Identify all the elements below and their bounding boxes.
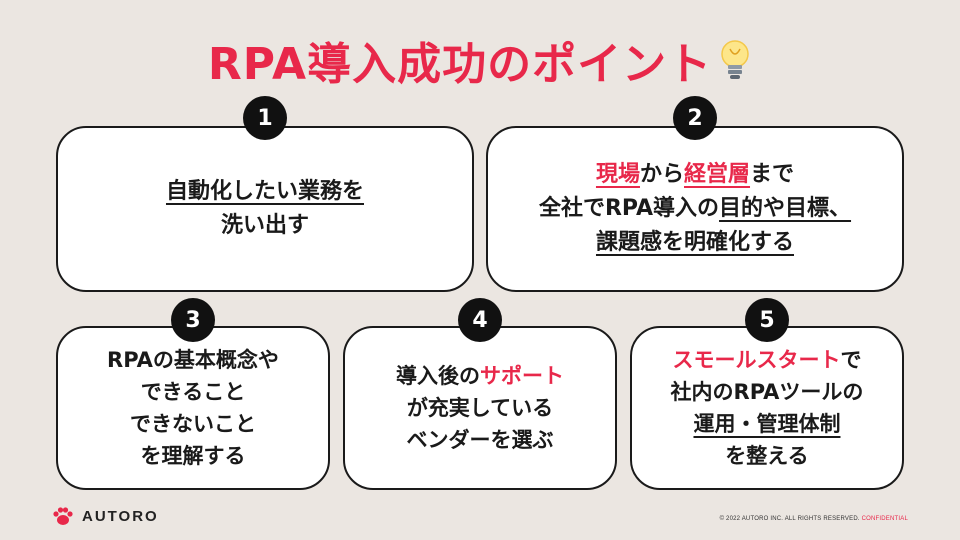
card-line: できないこと bbox=[107, 408, 279, 440]
card-line: 洗い出す bbox=[166, 209, 364, 243]
card-text-segment: 導入後の bbox=[396, 364, 480, 388]
confidential-label: CONFIDENTIAL bbox=[861, 516, 908, 522]
card-text-segment: 現場 bbox=[595, 162, 640, 187]
point-card-4: 導入後のサポートが充実しているベンダーを選ぶ bbox=[343, 326, 617, 490]
card-text-segment: 経営層 bbox=[684, 162, 751, 187]
card-text-segment: できないこと bbox=[129, 412, 256, 436]
point-card-3: RPAの基本概念やできることできないことを理解する bbox=[56, 326, 330, 490]
card-text-segment: 全社でRPA導入の bbox=[538, 196, 720, 221]
point-badge-5: 5 bbox=[745, 298, 789, 342]
point-card-5-text: スモールスタートで社内のRPAツールの運用・管理体制を整える bbox=[671, 344, 864, 472]
card-line: RPAの基本概念や bbox=[107, 344, 279, 376]
card-text-segment: で bbox=[840, 348, 862, 372]
point-card-4-text: 導入後のサポートが充実しているベンダーを選ぶ bbox=[396, 360, 564, 456]
point-card-5: スモールスタートで社内のRPAツールの運用・管理体制を整える bbox=[630, 326, 904, 490]
card-line: 自動化したい業務を bbox=[166, 175, 364, 209]
paw-icon bbox=[52, 506, 74, 526]
card-text-segment: 社内のRPAツールの bbox=[670, 380, 864, 404]
point-card-3-text: RPAの基本概念やできることできないことを理解する bbox=[107, 344, 279, 472]
card-text-segment: 洗い出す bbox=[220, 213, 309, 238]
card-line: スモールスタートで bbox=[671, 344, 864, 376]
point-card-1-text: 自動化したい業務を洗い出す bbox=[166, 175, 364, 243]
card-line: できること bbox=[107, 376, 279, 408]
card-text-segment: 自動化したい業務を bbox=[165, 179, 364, 204]
card-text-segment: 目的や目標、 bbox=[719, 196, 852, 221]
lightbulb-icon bbox=[718, 39, 752, 94]
autoro-logo: AUTORO bbox=[52, 506, 159, 526]
card-line: 運用・管理体制 bbox=[671, 408, 864, 440]
card-text-segment: から bbox=[639, 162, 684, 187]
card-text-segment: 運用・管理体制 bbox=[693, 412, 841, 436]
point-badge-3: 3 bbox=[171, 298, 215, 342]
card-line: を理解する bbox=[107, 440, 279, 472]
card-text-segment: RPAの基本概念や bbox=[107, 348, 279, 372]
card-text-segment: 課題感を明確化する bbox=[595, 230, 794, 255]
card-text-segment: できること bbox=[140, 380, 246, 404]
card-line: 全社でRPA導入の目的や目標、 bbox=[539, 192, 851, 226]
card-text-segment: サポート bbox=[480, 364, 564, 388]
page-title-text: RPA導入成功のポイント bbox=[207, 39, 713, 90]
card-text-segment: スモールスタート bbox=[672, 348, 841, 372]
point-badge-4: 4 bbox=[458, 298, 502, 342]
card-line: 導入後のサポート bbox=[396, 360, 564, 392]
card-text-segment: を理解する bbox=[140, 444, 246, 468]
card-line: 現場から経営層まで bbox=[539, 158, 851, 192]
copyright-text: © 2022 AUTORO INC. ALL RIGHTS RESERVED. bbox=[719, 516, 860, 522]
card-line: が充実している bbox=[396, 392, 564, 424]
point-card-2-text: 現場から経営層まで全社でRPA導入の目的や目標、課題感を明確化する bbox=[539, 158, 851, 260]
card-text-segment: を整える bbox=[725, 444, 809, 468]
point-badge-2: 2 bbox=[673, 96, 717, 140]
point-badge-1: 1 bbox=[243, 96, 287, 140]
card-text-segment: まで bbox=[750, 162, 795, 187]
logo-text: AUTORO bbox=[82, 507, 159, 525]
point-card-1: 自動化したい業務を洗い出す bbox=[56, 126, 474, 292]
card-line: ベンダーを選ぶ bbox=[396, 424, 564, 456]
page-title: RPA導入成功のポイント bbox=[0, 28, 960, 94]
card-text-segment: ベンダーを選ぶ bbox=[406, 428, 554, 452]
card-line: 課題感を明確化する bbox=[539, 226, 851, 260]
card-line: 社内のRPAツールの bbox=[671, 376, 864, 408]
copyright-notice: © 2022 AUTORO INC. ALL RIGHTS RESERVED. … bbox=[720, 516, 908, 522]
point-card-2: 現場から経営層まで全社でRPA導入の目的や目標、課題感を明確化する bbox=[486, 126, 904, 292]
card-line: を整える bbox=[671, 440, 864, 472]
card-text-segment: が充実している bbox=[406, 396, 554, 420]
